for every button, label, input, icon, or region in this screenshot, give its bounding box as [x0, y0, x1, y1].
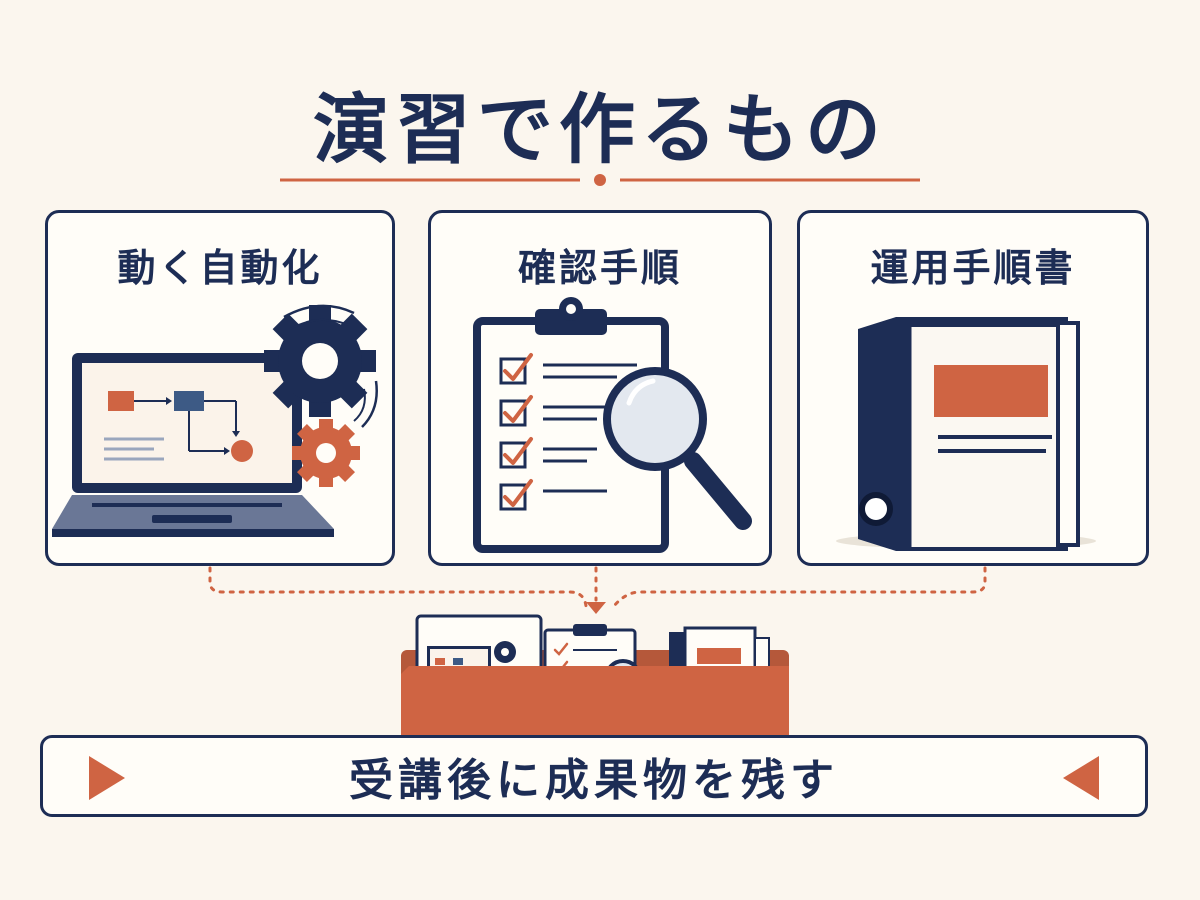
- bottom-banner: 受講後に成果物を残す: [40, 735, 1148, 817]
- card-title: 確認手順: [517, 246, 682, 290]
- card-title: 動く自動化: [117, 246, 323, 290]
- page-title: 演習で作るもの: [313, 85, 887, 174]
- clipboard-magnifier-icon: [473, 297, 752, 553]
- triangle-left-icon: [1063, 756, 1099, 800]
- output-folder-icon: [401, 614, 789, 738]
- card-checklist: 確認手順: [428, 210, 772, 566]
- binder-icon: [836, 317, 1096, 551]
- laptop-gears-icon: [52, 304, 378, 537]
- banner-text: 受講後に成果物を残す: [349, 755, 839, 806]
- card-manual: 運用手順書: [797, 210, 1149, 566]
- card-automation: 動く自動化: [45, 210, 395, 566]
- card-title: 運用手順書: [870, 246, 1076, 290]
- title-divider: [280, 174, 920, 186]
- triangle-right-icon: [89, 756, 125, 800]
